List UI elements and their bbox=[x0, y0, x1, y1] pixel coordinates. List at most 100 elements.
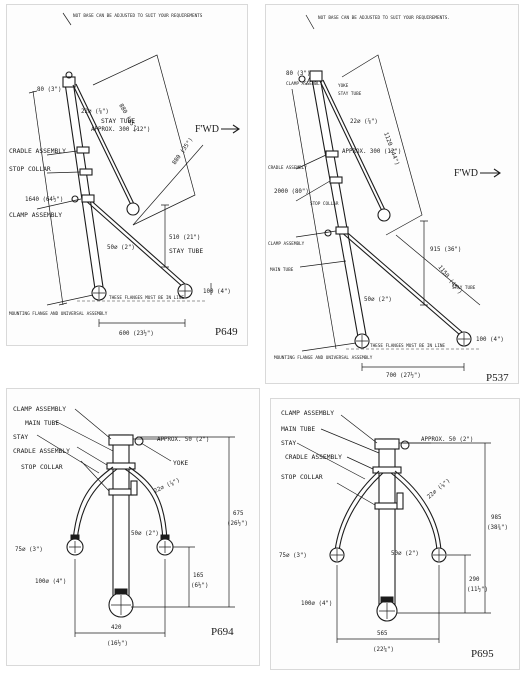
dim-80: 80 (3") bbox=[286, 71, 310, 77]
label-yoke: YOKE bbox=[173, 460, 188, 467]
label-mounting: MOUNTING FLANGE AND UNIVERSAL ASSEMBLY bbox=[9, 311, 108, 317]
cradle bbox=[106, 462, 136, 470]
dim-100: 100⌀ (4") bbox=[301, 601, 332, 607]
main-tube bbox=[378, 438, 396, 608]
label-stay-tube-low: STAY TUBE bbox=[169, 248, 203, 255]
dim-22: 22⌀ (⅞") bbox=[153, 477, 181, 495]
dim-880-lines bbox=[92, 54, 196, 226]
clamp-assembly bbox=[335, 226, 349, 235]
label-yoke: YOKE bbox=[338, 83, 349, 89]
dim-22: 22⌀ (⅞") bbox=[426, 477, 452, 500]
label-stop-collar: STOP COLLAR bbox=[310, 201, 339, 207]
label-stay: STAY bbox=[281, 440, 296, 447]
lower-stay bbox=[84, 199, 184, 288]
top-clamp bbox=[309, 70, 323, 82]
dim-915: 915 (36") bbox=[430, 247, 461, 253]
dim-165: 165 bbox=[193, 573, 204, 579]
dim-565: 565 bbox=[377, 631, 388, 637]
dim-600: 600 (23½") bbox=[119, 330, 154, 337]
main-tube bbox=[112, 434, 130, 600]
top-clamp bbox=[108, 434, 134, 446]
ref-code: P694 bbox=[211, 626, 234, 638]
ref-code: P695 bbox=[471, 648, 494, 660]
upper-foot bbox=[126, 202, 140, 216]
fwd-arrow-icon bbox=[480, 168, 501, 178]
label-main-tube: MAIN TUBE bbox=[25, 420, 59, 427]
clamp-handle bbox=[71, 195, 79, 203]
cradle bbox=[76, 146, 90, 154]
dim-2000: 2000 (80") bbox=[274, 189, 309, 195]
label-stay: STAY bbox=[13, 434, 28, 441]
label-stop-collar: STOP COLLAR bbox=[21, 464, 63, 471]
note-leader bbox=[62, 12, 72, 26]
dim-approx: APPROX. 50 (2") bbox=[157, 437, 209, 443]
label-clamp: CLAMP ASSEMBLY bbox=[286, 81, 323, 87]
label-cradle: CRADLE ASSEMBLY bbox=[268, 165, 307, 171]
p694-drawing: CLAMP ASSEMBLY MAIN TUBE STAY CRADLE ASS… bbox=[13, 406, 248, 647]
dim-50: 50⌀ (2") bbox=[364, 297, 392, 303]
upper-foot bbox=[377, 208, 391, 222]
main-tube bbox=[311, 76, 367, 338]
fwd-arrow-icon bbox=[221, 124, 240, 134]
drawing-panel-p649: NOT BASE CAN BE ADJUSTED TO SUIT YOUR RE… bbox=[6, 4, 248, 346]
dim-510: 510 (21") bbox=[169, 235, 200, 241]
dim-50: 50⌀ (2") bbox=[391, 551, 419, 557]
yoke bbox=[298, 75, 306, 83]
fwd-label: F'WD bbox=[195, 124, 219, 135]
ref-code: P537 bbox=[486, 372, 509, 383]
label-stop-collar: STOP COLLAR bbox=[281, 474, 323, 481]
dim-1640-line bbox=[32, 90, 64, 306]
label-stop-collar: STOP COLLAR bbox=[9, 166, 51, 173]
label-cradle: CRADLE ASSEMBLY bbox=[285, 454, 342, 461]
dim-675-in: (26½") bbox=[227, 520, 248, 527]
left-stay bbox=[72, 466, 114, 542]
cradle bbox=[325, 150, 339, 158]
stop-collar bbox=[329, 176, 343, 184]
dim-22: 22⌀ (⅞") bbox=[350, 118, 378, 125]
dim-1120-lines bbox=[341, 54, 423, 236]
stop-collar bbox=[374, 502, 400, 510]
upper-stay-edge bbox=[322, 79, 386, 211]
clamp-ring bbox=[65, 71, 73, 79]
top-note: NOT BASE CAN BE ADJUSTED TO SUIT YOUR RE… bbox=[318, 15, 450, 21]
dim-700: 700 (27½") bbox=[386, 372, 421, 379]
dim-675: 675 bbox=[233, 511, 244, 517]
label-cradle: CRADLE ASSEMBLY bbox=[13, 448, 70, 455]
yoke bbox=[400, 440, 410, 450]
label-stay-tube-top: STAY TUBE bbox=[101, 118, 135, 125]
top-clamp bbox=[62, 76, 76, 88]
lower-stay-edge bbox=[341, 227, 463, 333]
drawing-panel-p694: CLAMP ASSEMBLY MAIN TUBE STAY CRADLE ASS… bbox=[6, 388, 260, 666]
flanges-note: THESE FLANGES MUST BE IN LINE bbox=[370, 343, 445, 349]
dim-985: 985 bbox=[491, 515, 502, 521]
label-main-tube: MAIN TUBE bbox=[270, 267, 294, 273]
fwd-label: F'WD bbox=[454, 168, 478, 179]
cradle bbox=[372, 466, 402, 474]
stop-collar bbox=[108, 488, 134, 496]
dim-420-in: (16½") bbox=[107, 640, 128, 647]
dim-290: 290 bbox=[469, 577, 480, 583]
dim-approx: APPROX. 300 (12") bbox=[91, 127, 150, 133]
p537-drawing: NOT BASE CAN BE ADJUSTED TO SUIT YOUR RE… bbox=[268, 14, 509, 383]
drawing-panel-p537: NOT BASE CAN BE ADJUSTED TO SUIT YOUR RE… bbox=[265, 4, 519, 384]
dim-100: 100 (4") bbox=[203, 289, 231, 295]
dim-50: 50⌀ (2") bbox=[107, 245, 135, 251]
top-note: NOT BASE CAN BE ADJUSTED TO SUIT YOUR RE… bbox=[73, 13, 203, 19]
upper-stay bbox=[319, 80, 383, 212]
label-clamp: CLAMP ASSEMBLY bbox=[281, 410, 334, 417]
label-stay-tube2: STAY TUBE bbox=[452, 285, 476, 291]
p649-drawing: NOT BASE CAN BE ADJUSTED TO SUIT YOUR RE… bbox=[9, 12, 240, 338]
dim-100: 100 (4") bbox=[476, 337, 504, 343]
dim-50: 50⌀ (2") bbox=[131, 531, 159, 537]
lower-stay bbox=[339, 230, 461, 336]
dim-approx: APPROX. 300 (12") bbox=[342, 149, 401, 155]
dim-22: 22⌀ (⅞") bbox=[81, 108, 109, 115]
upper-stay bbox=[72, 84, 132, 206]
label-clamp2: CLAMP ASSEMBLY bbox=[268, 241, 305, 247]
dim-1150: 1150 (45") bbox=[436, 265, 462, 296]
stop-collar bbox=[79, 168, 93, 176]
upper-stay-edge bbox=[75, 83, 135, 205]
dim-100: 100⌀ (4") bbox=[35, 579, 66, 585]
p695-drawing: CLAMP ASSEMBLY MAIN TUBE STAY CRADLE ASS… bbox=[279, 410, 508, 660]
right-stay bbox=[128, 466, 168, 542]
